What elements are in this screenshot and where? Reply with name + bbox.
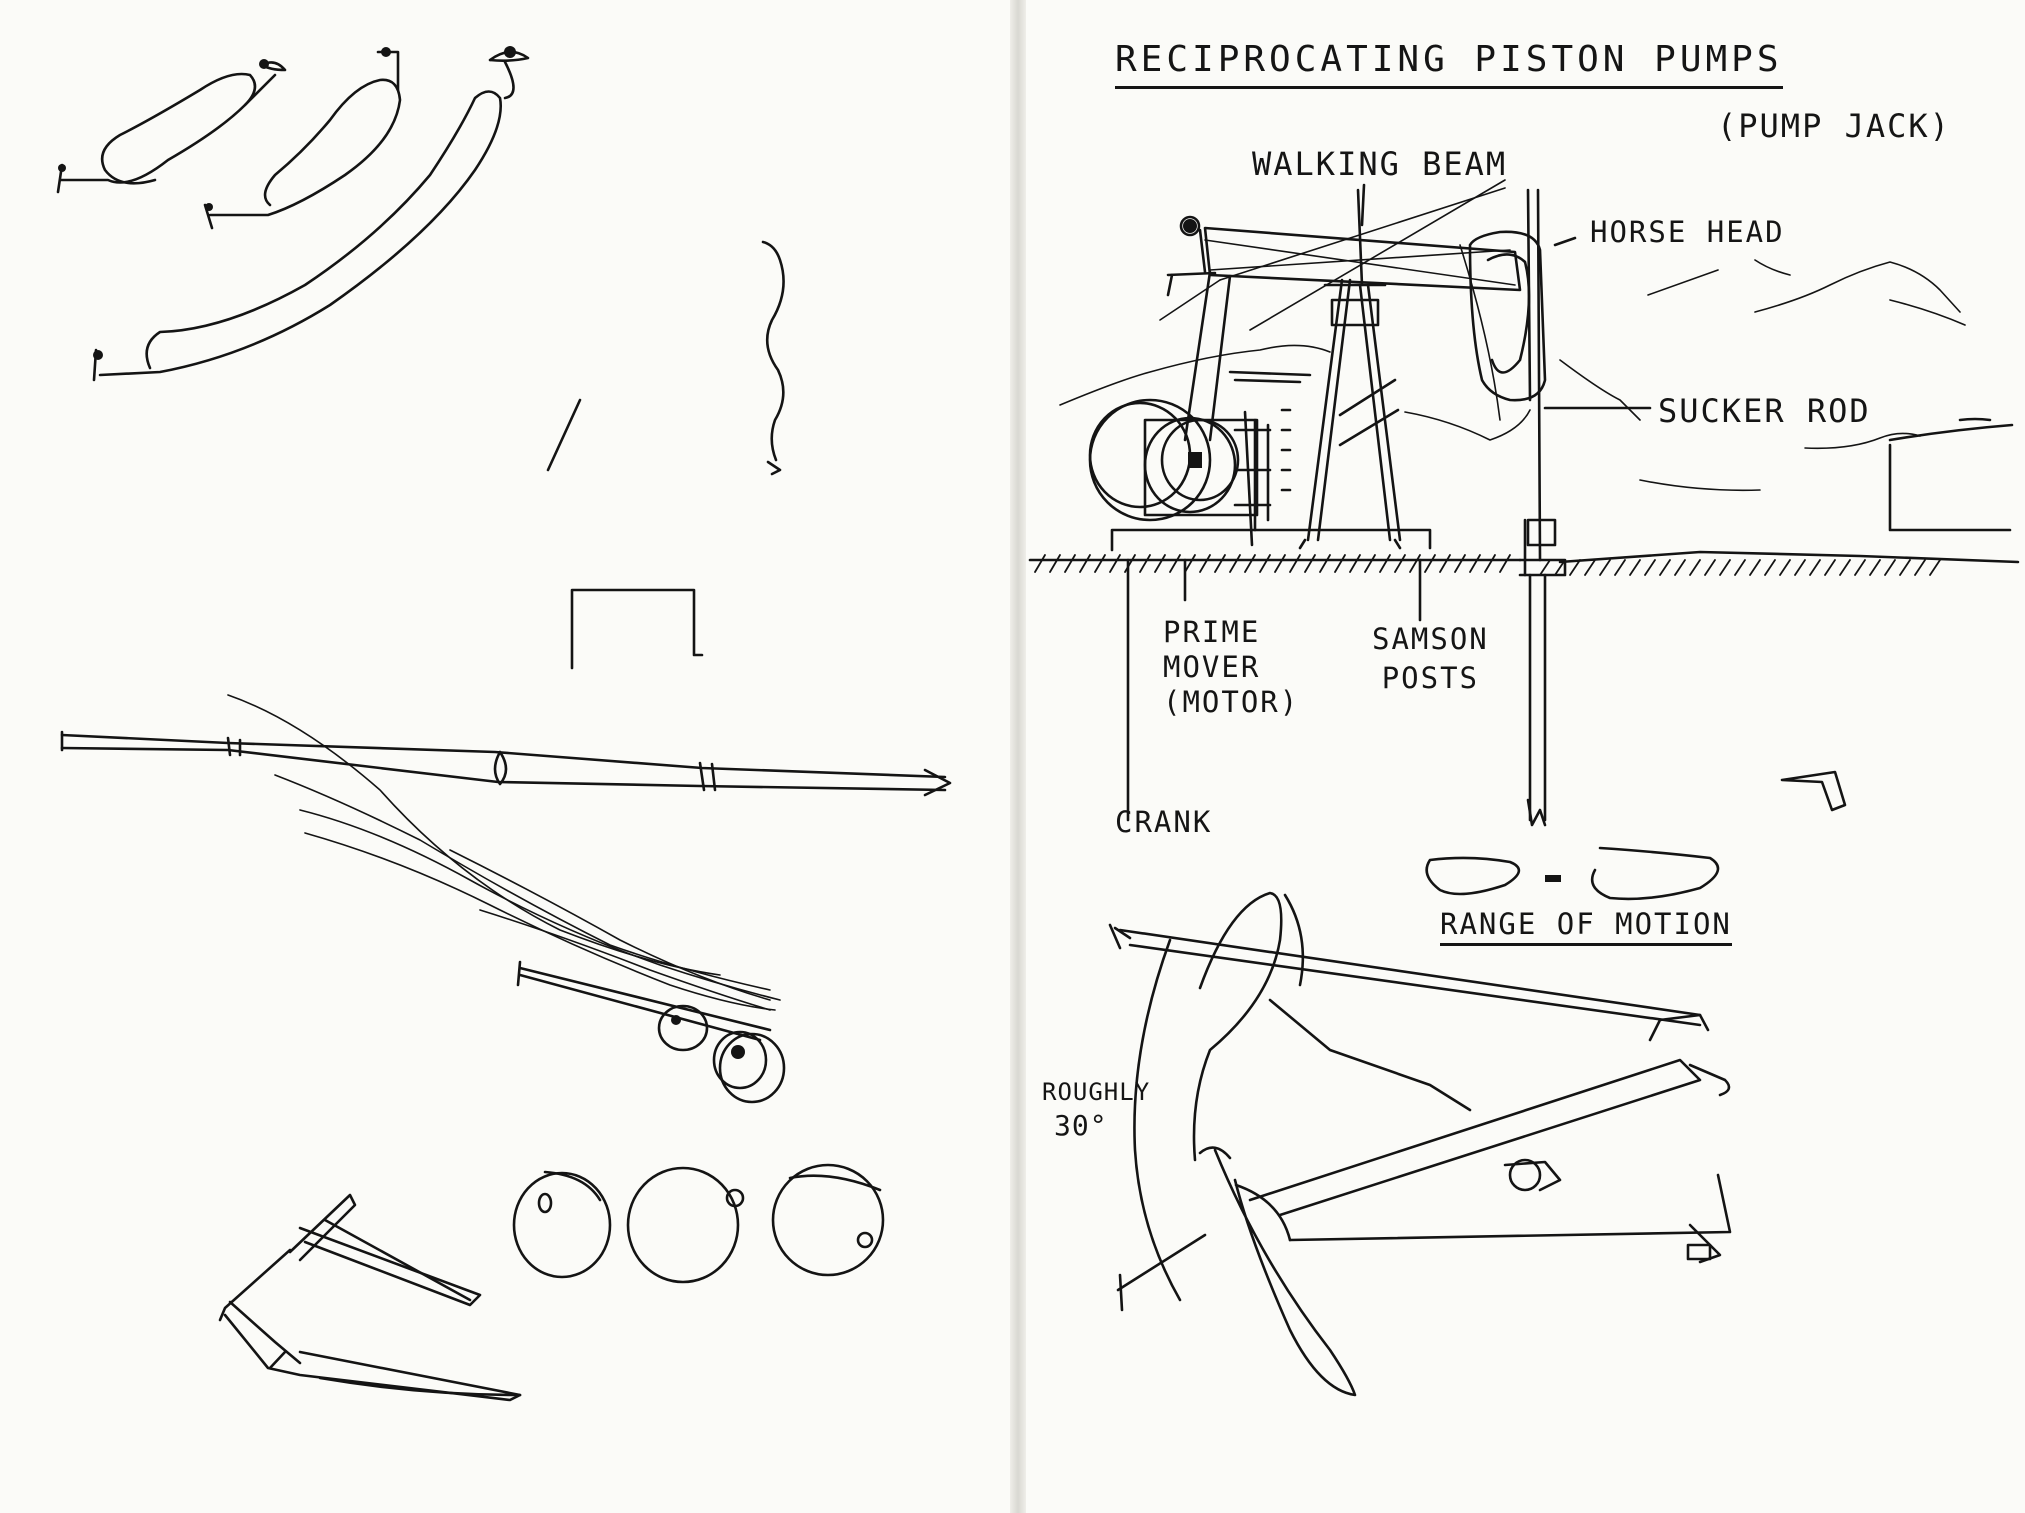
label-samson-posts-line-2: POSTS — [1382, 664, 1479, 693]
label-samson-posts: SAMSON POSTS — [1372, 625, 1489, 693]
balls-and-arm-sketch — [220, 1165, 883, 1400]
label-samson-posts-line-1: SAMSON — [1372, 625, 1489, 654]
angle-note-line-2: 30° — [1054, 1112, 1108, 1140]
squiggle-line-sketch — [548, 242, 784, 474]
page-title: RECIPROCATING PISTON PUMPS — [1115, 42, 1783, 89]
pipe-and-rods-sketch — [62, 695, 950, 1102]
bracket-sketch — [572, 590, 702, 668]
label-horse-head: HORSE HEAD — [1590, 218, 1785, 247]
range-of-motion-sketch — [1427, 848, 1718, 899]
range-of-motion-heading: RANGE OF MOTION — [1440, 910, 1732, 946]
angled-beam-sketch — [1110, 893, 1730, 1395]
label-walking-beam: WALKING BEAM — [1252, 148, 1507, 180]
pump-jack-drawing — [1090, 180, 1565, 825]
label-crank: CRANK — [1115, 808, 1212, 837]
label-sucker-rod: SUCKER ROD — [1658, 395, 1871, 427]
angle-note: ROUGHLY 30° — [1042, 1080, 1150, 1140]
subtitle: (PUMP JACK) — [1717, 110, 1951, 142]
label-prime-mover: PRIME MOVER (MOTOR) — [1163, 618, 1299, 717]
label-prime-mover-line-1: PRIME — [1163, 618, 1260, 647]
label-prime-mover-line-3: (MOTOR) — [1163, 688, 1299, 717]
curved-arm-sketches — [58, 46, 528, 380]
angle-note-line-1: ROUGHLY — [1042, 1080, 1150, 1104]
label-prime-mover-line-2: MOVER — [1163, 653, 1260, 682]
